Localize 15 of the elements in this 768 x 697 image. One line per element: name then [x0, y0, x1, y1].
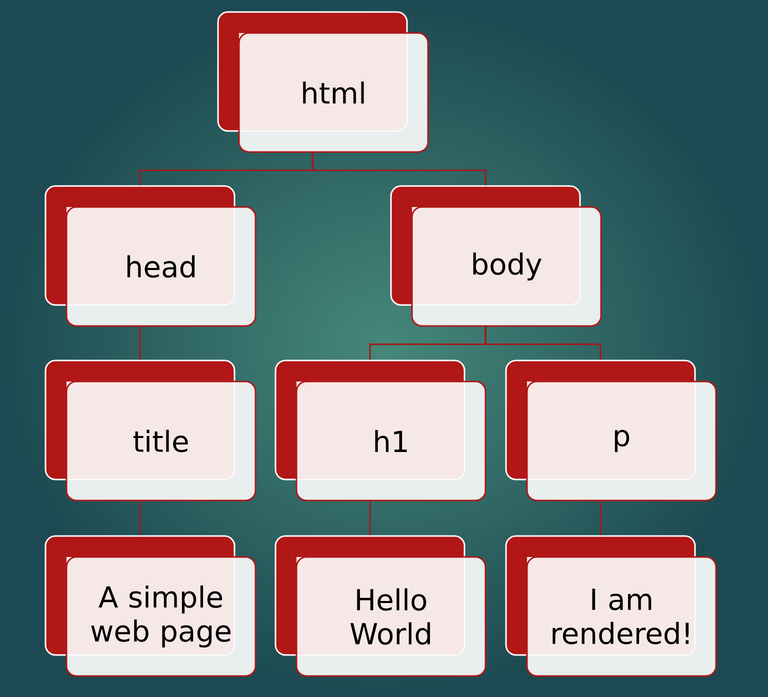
connector-line	[312, 152, 486, 186]
connector-line	[139, 326, 141, 360]
tree-node-box: p	[505, 360, 717, 502]
tree-node-box: h1	[274, 360, 486, 502]
tree-node-box: head	[44, 185, 256, 327]
connector-line	[600, 501, 602, 536]
tree-node-box: title	[44, 360, 256, 502]
tree-node-box: html	[217, 11, 429, 153]
tree-node-box: I am rendered!	[505, 535, 717, 677]
connector-line	[484, 326, 602, 360]
connector-line	[369, 501, 371, 536]
tree-node-box: A simple web page	[44, 535, 256, 677]
connector-line	[139, 501, 141, 536]
tree-node-box: Hello World	[274, 535, 486, 677]
tree-node-box: body	[390, 185, 602, 327]
